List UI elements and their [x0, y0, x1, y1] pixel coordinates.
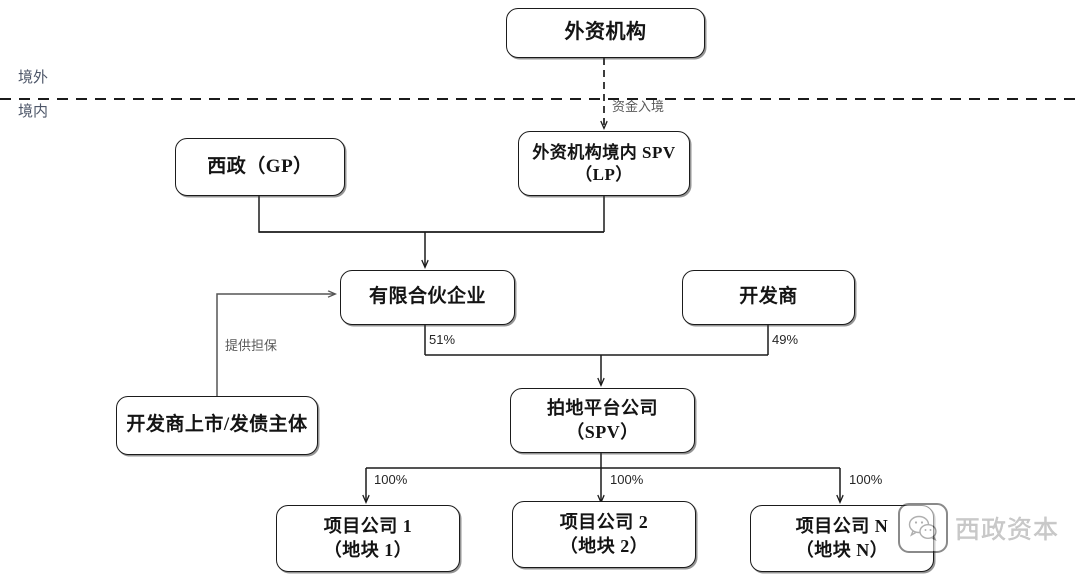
node-developer-label: 开发商	[739, 286, 798, 308]
watermark: 西政资本	[898, 503, 1059, 553]
node-onshore-spv-lp-label-1: 外资机构境内 SPV	[532, 142, 676, 162]
node-project-company-2-label-2: （地块 2）	[559, 535, 649, 556]
wechat-icon	[898, 503, 948, 553]
node-limited-partnership-label: 有限合伙企业	[368, 286, 486, 308]
node-developer-listed-bond-entity-label: 开发商上市/发债主体	[126, 414, 308, 436]
edge-gp-to-partnership	[258, 196, 604, 233]
edge-provide-guarantee	[216, 294, 335, 396]
edge-label-lp-share: 51%	[429, 332, 456, 347]
node-project-company-1-label-2: （地块 1）	[323, 539, 413, 560]
node-project-company-1-label-1: 项目公司 1	[323, 516, 413, 537]
node-project-company-n-label-2: （地块 N）	[795, 539, 889, 560]
node-foreign-institution-label: 外资机构	[564, 21, 647, 44]
watermark-label: 西政资本	[955, 516, 1060, 544]
edge-label-project1-share: 100%	[374, 472, 408, 487]
node-onshore-spv-lp[interactable]: 外资机构境内 SPV （LP）	[518, 131, 690, 196]
node-land-bidding-platform-label-1: 拍地平台公司	[547, 398, 658, 419]
edge-label-capital-inbound: 资金入境	[612, 99, 665, 114]
node-xizheng-gp-label: 西政（GP）	[207, 155, 313, 177]
node-developer[interactable]: 开发商	[682, 270, 855, 325]
node-foreign-institution[interactable]: 外资机构	[506, 8, 705, 58]
node-onshore-spv-lp-label-2: （LP）	[575, 164, 633, 184]
node-xizheng-gp[interactable]: 西政（GP）	[175, 138, 345, 196]
node-project-company-2-label-1: 项目公司 2	[559, 512, 649, 533]
node-land-bidding-platform[interactable]: 拍地平台公司 （SPV）	[510, 388, 695, 453]
zone-label-onshore: 境内	[18, 104, 49, 120]
edge-label-projectn-share: 100%	[849, 472, 883, 487]
node-land-bidding-platform-label-2: （SPV）	[566, 421, 639, 442]
node-project-company-2[interactable]: 项目公司 2 （地块 2）	[512, 501, 696, 568]
edge-label-provide-guarantee: 提供担保	[225, 338, 278, 353]
edge-label-developer-share: 49%	[772, 332, 799, 347]
node-limited-partnership[interactable]: 有限合伙企业	[340, 270, 515, 325]
node-developer-listed-bond-entity[interactable]: 开发商上市/发债主体	[116, 396, 318, 455]
node-project-company-1[interactable]: 项目公司 1 （地块 1）	[276, 505, 460, 572]
zone-label-offshore: 境外	[18, 70, 49, 86]
node-project-company-n-label-1: 项目公司 N	[795, 516, 889, 537]
edge-label-project2-share: 100%	[610, 472, 644, 487]
